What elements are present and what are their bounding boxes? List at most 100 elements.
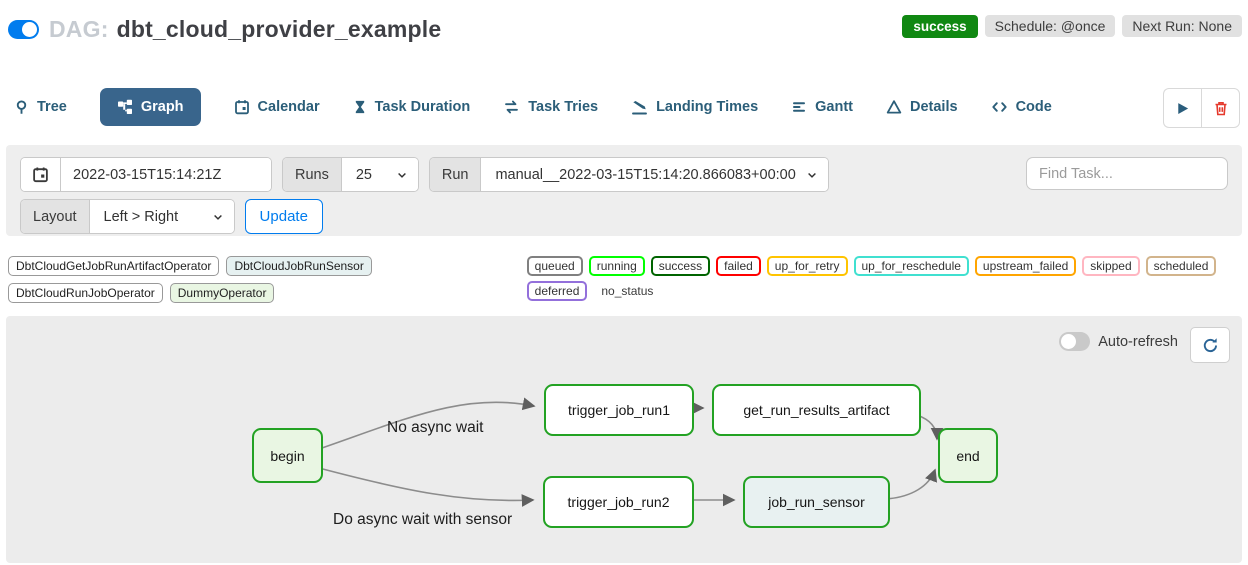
trigger-dag-button[interactable] — [1163, 88, 1201, 128]
tab-graph[interactable]: Graph — [99, 88, 201, 126]
refresh-button[interactable] — [1190, 327, 1230, 363]
edge-begin-trigger1 — [318, 397, 536, 450]
edge-label: Do async wait with sensor — [333, 511, 513, 528]
tab-details[interactable]: Details — [886, 99, 958, 115]
tab-task-duration[interactable]: Task Duration — [353, 99, 471, 115]
details-icon — [886, 99, 902, 115]
update-button[interactable]: Update — [244, 199, 323, 234]
auto-refresh-control: Auto-refresh — [1059, 332, 1178, 351]
gantt-icon — [791, 99, 807, 115]
auto-refresh-toggle[interactable] — [1059, 332, 1091, 351]
tab-label: Task Duration — [374, 99, 471, 115]
refresh-icon — [1203, 337, 1217, 352]
graph-node-end[interactable]: end — [938, 428, 998, 483]
tab-task-tries[interactable]: Task Tries — [503, 99, 598, 115]
base-date-group — [20, 157, 272, 192]
calendar-icon — [234, 99, 250, 115]
status-badge-scheduled: scheduled — [1145, 256, 1217, 276]
tab-label: Details — [910, 99, 958, 115]
graph-node-begin[interactable]: begin — [252, 428, 323, 483]
view-tab-bar: Tree Graph Calendar Task Duration Task Tries… — [14, 85, 1148, 129]
status-badge-upstream_failed: upstream_failed — [974, 256, 1077, 276]
tab-code[interactable]: Code — [991, 99, 1052, 115]
layout-select-value: Left > Right — [103, 208, 179, 225]
trash-icon — [1215, 101, 1226, 115]
delete-dag-button[interactable] — [1201, 88, 1240, 128]
status-badge-failed: failed — [716, 256, 761, 276]
tab-tree[interactable]: Tree — [14, 99, 67, 115]
layout-select[interactable]: Left > Right — [89, 200, 234, 233]
tab-label: Gantt — [815, 99, 853, 115]
calendar-picker-button[interactable] — [21, 158, 61, 191]
runs-select[interactable]: 25 — [341, 158, 418, 191]
status-badge-deferred: deferred — [526, 281, 588, 301]
chevron-down-icon — [213, 214, 222, 220]
runs-group: Runs 25 — [282, 157, 419, 192]
filter-panel: Runs 25 Run manual__2022-03-15T15:14:20.… — [6, 145, 1242, 236]
tree-icon — [14, 99, 29, 115]
run-select-value: manual__2022-03-15T15:14:20.866083+00:00 — [495, 166, 796, 183]
hourglass-icon — [353, 99, 367, 115]
status-label-no-status: no_status — [601, 284, 654, 298]
operator-badge: DbtCloudRunJobOperator — [8, 283, 163, 303]
graph-panel: begin trigger_job_run1 get_run_results_art… — [6, 316, 1242, 563]
runs-label: Runs — [283, 158, 342, 191]
layout-group: Layout Left > Right — [20, 199, 235, 234]
header-badges: success Schedule: @once Next Run: None — [902, 15, 1242, 38]
runs-select-value: 25 — [355, 166, 372, 183]
toggle-knob — [1061, 334, 1077, 349]
tab-label: Landing Times — [656, 99, 759, 115]
chevron-down-icon — [397, 172, 406, 178]
status-badge-skipped: skipped — [1082, 256, 1140, 276]
chevron-down-icon — [807, 172, 816, 178]
status-badge: success — [902, 15, 978, 38]
dag-label: DAG: — [49, 16, 109, 42]
status-badge-queued: queued — [526, 256, 583, 276]
graph-node-trigger_job_run2[interactable]: trigger_job_run2 — [543, 476, 694, 528]
run-select[interactable]: manual__2022-03-15T15:14:20.866083+00:00 — [481, 158, 828, 191]
landing-icon — [631, 99, 648, 115]
next-run-badge: Next Run: None — [1122, 15, 1242, 37]
graph-node-job_run_sensor[interactable]: job_run_sensor — [743, 476, 890, 528]
base-date-input[interactable] — [61, 158, 271, 191]
graph-icon — [117, 99, 133, 115]
dag-pause-toggle[interactable] — [8, 20, 39, 39]
tab-label: Calendar — [257, 99, 320, 115]
edge-sensor-end — [885, 468, 938, 500]
page-title: DAG: dbt_cloud_provider_example — [49, 16, 441, 43]
status-badge-up_for_retry: up_for_retry — [766, 256, 848, 276]
run-group: Run manual__2022-03-15T15:14:20.866083+0… — [428, 157, 829, 192]
find-task-input[interactable] — [1026, 157, 1228, 190]
calendar-icon — [33, 167, 48, 183]
tab-label: Graph — [140, 99, 184, 115]
operator-badge: DbtCloudGetJobRunArtifactOperator — [8, 256, 220, 276]
tab-label: Code — [1015, 99, 1052, 115]
graph-node-get_run_results_artifact[interactable]: get_run_results_artifact — [712, 384, 921, 436]
status-badge-up_for_reschedule: up_for_reschedule — [853, 256, 969, 276]
auto-refresh-label: Auto-refresh — [1098, 333, 1178, 350]
tab-landing-times[interactable]: Landing Times — [631, 99, 758, 115]
status-badge-running: running — [588, 256, 645, 276]
repeat-icon — [503, 99, 520, 115]
dag-name: dbt_cloud_provider_example — [116, 16, 442, 42]
dag-action-buttons — [1163, 88, 1240, 128]
schedule-badge: Schedule: @once — [984, 15, 1116, 37]
filter-row-1: Runs 25 Run manual__2022-03-15T15:14:20.… — [20, 157, 829, 192]
toggle-knob — [22, 22, 37, 37]
tab-label: Tree — [37, 99, 67, 115]
run-label: Run — [429, 158, 482, 191]
tab-calendar[interactable]: Calendar — [234, 99, 320, 115]
status-badge-success: success — [650, 256, 711, 276]
play-icon — [1178, 102, 1189, 114]
edge-begin-trigger2 — [318, 467, 535, 507]
dag-header: DAG: dbt_cloud_provider_example success S… — [8, 15, 1242, 43]
tab-gantt[interactable]: Gantt — [791, 99, 853, 115]
edge-label: No async wait — [387, 419, 484, 436]
operator-badge: DbtCloudJobRunSensor — [226, 256, 372, 276]
graph-node-trigger_job_run1[interactable]: trigger_job_run1 — [544, 384, 694, 436]
tab-label: Task Tries — [528, 99, 599, 115]
code-icon — [991, 99, 1008, 115]
